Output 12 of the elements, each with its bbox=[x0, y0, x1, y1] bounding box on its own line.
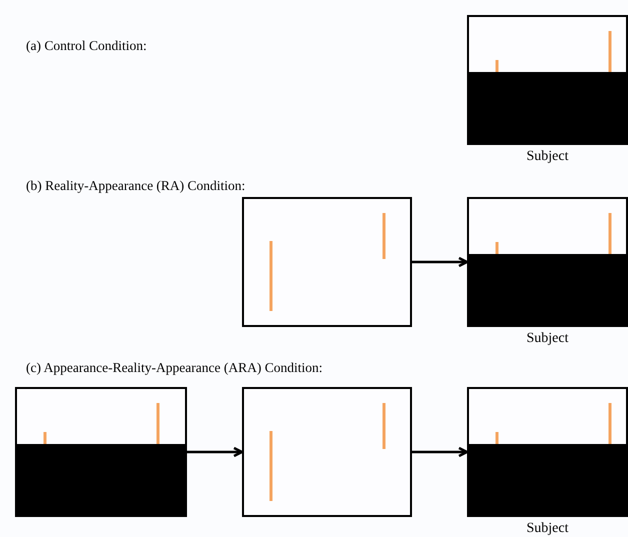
panel-caption: Subject bbox=[526, 521, 570, 537]
condition-heading: (a) Control Condition: bbox=[26, 38, 147, 54]
panel-caption: Subject bbox=[526, 149, 570, 165]
stimulus-panel bbox=[15, 387, 187, 517]
panel-caption: Subject bbox=[526, 331, 570, 347]
stimulus-panel bbox=[242, 197, 412, 327]
arrow bbox=[412, 256, 468, 268]
condition-heading: (b) Reality-Appearance (RA) Condition: bbox=[26, 178, 246, 194]
arrow bbox=[412, 446, 468, 458]
arrow bbox=[187, 446, 244, 458]
condition-heading: (c) Appearance-Reality-Appearance (ARA) Condition: bbox=[26, 360, 323, 376]
stimulus-panel bbox=[242, 387, 412, 517]
